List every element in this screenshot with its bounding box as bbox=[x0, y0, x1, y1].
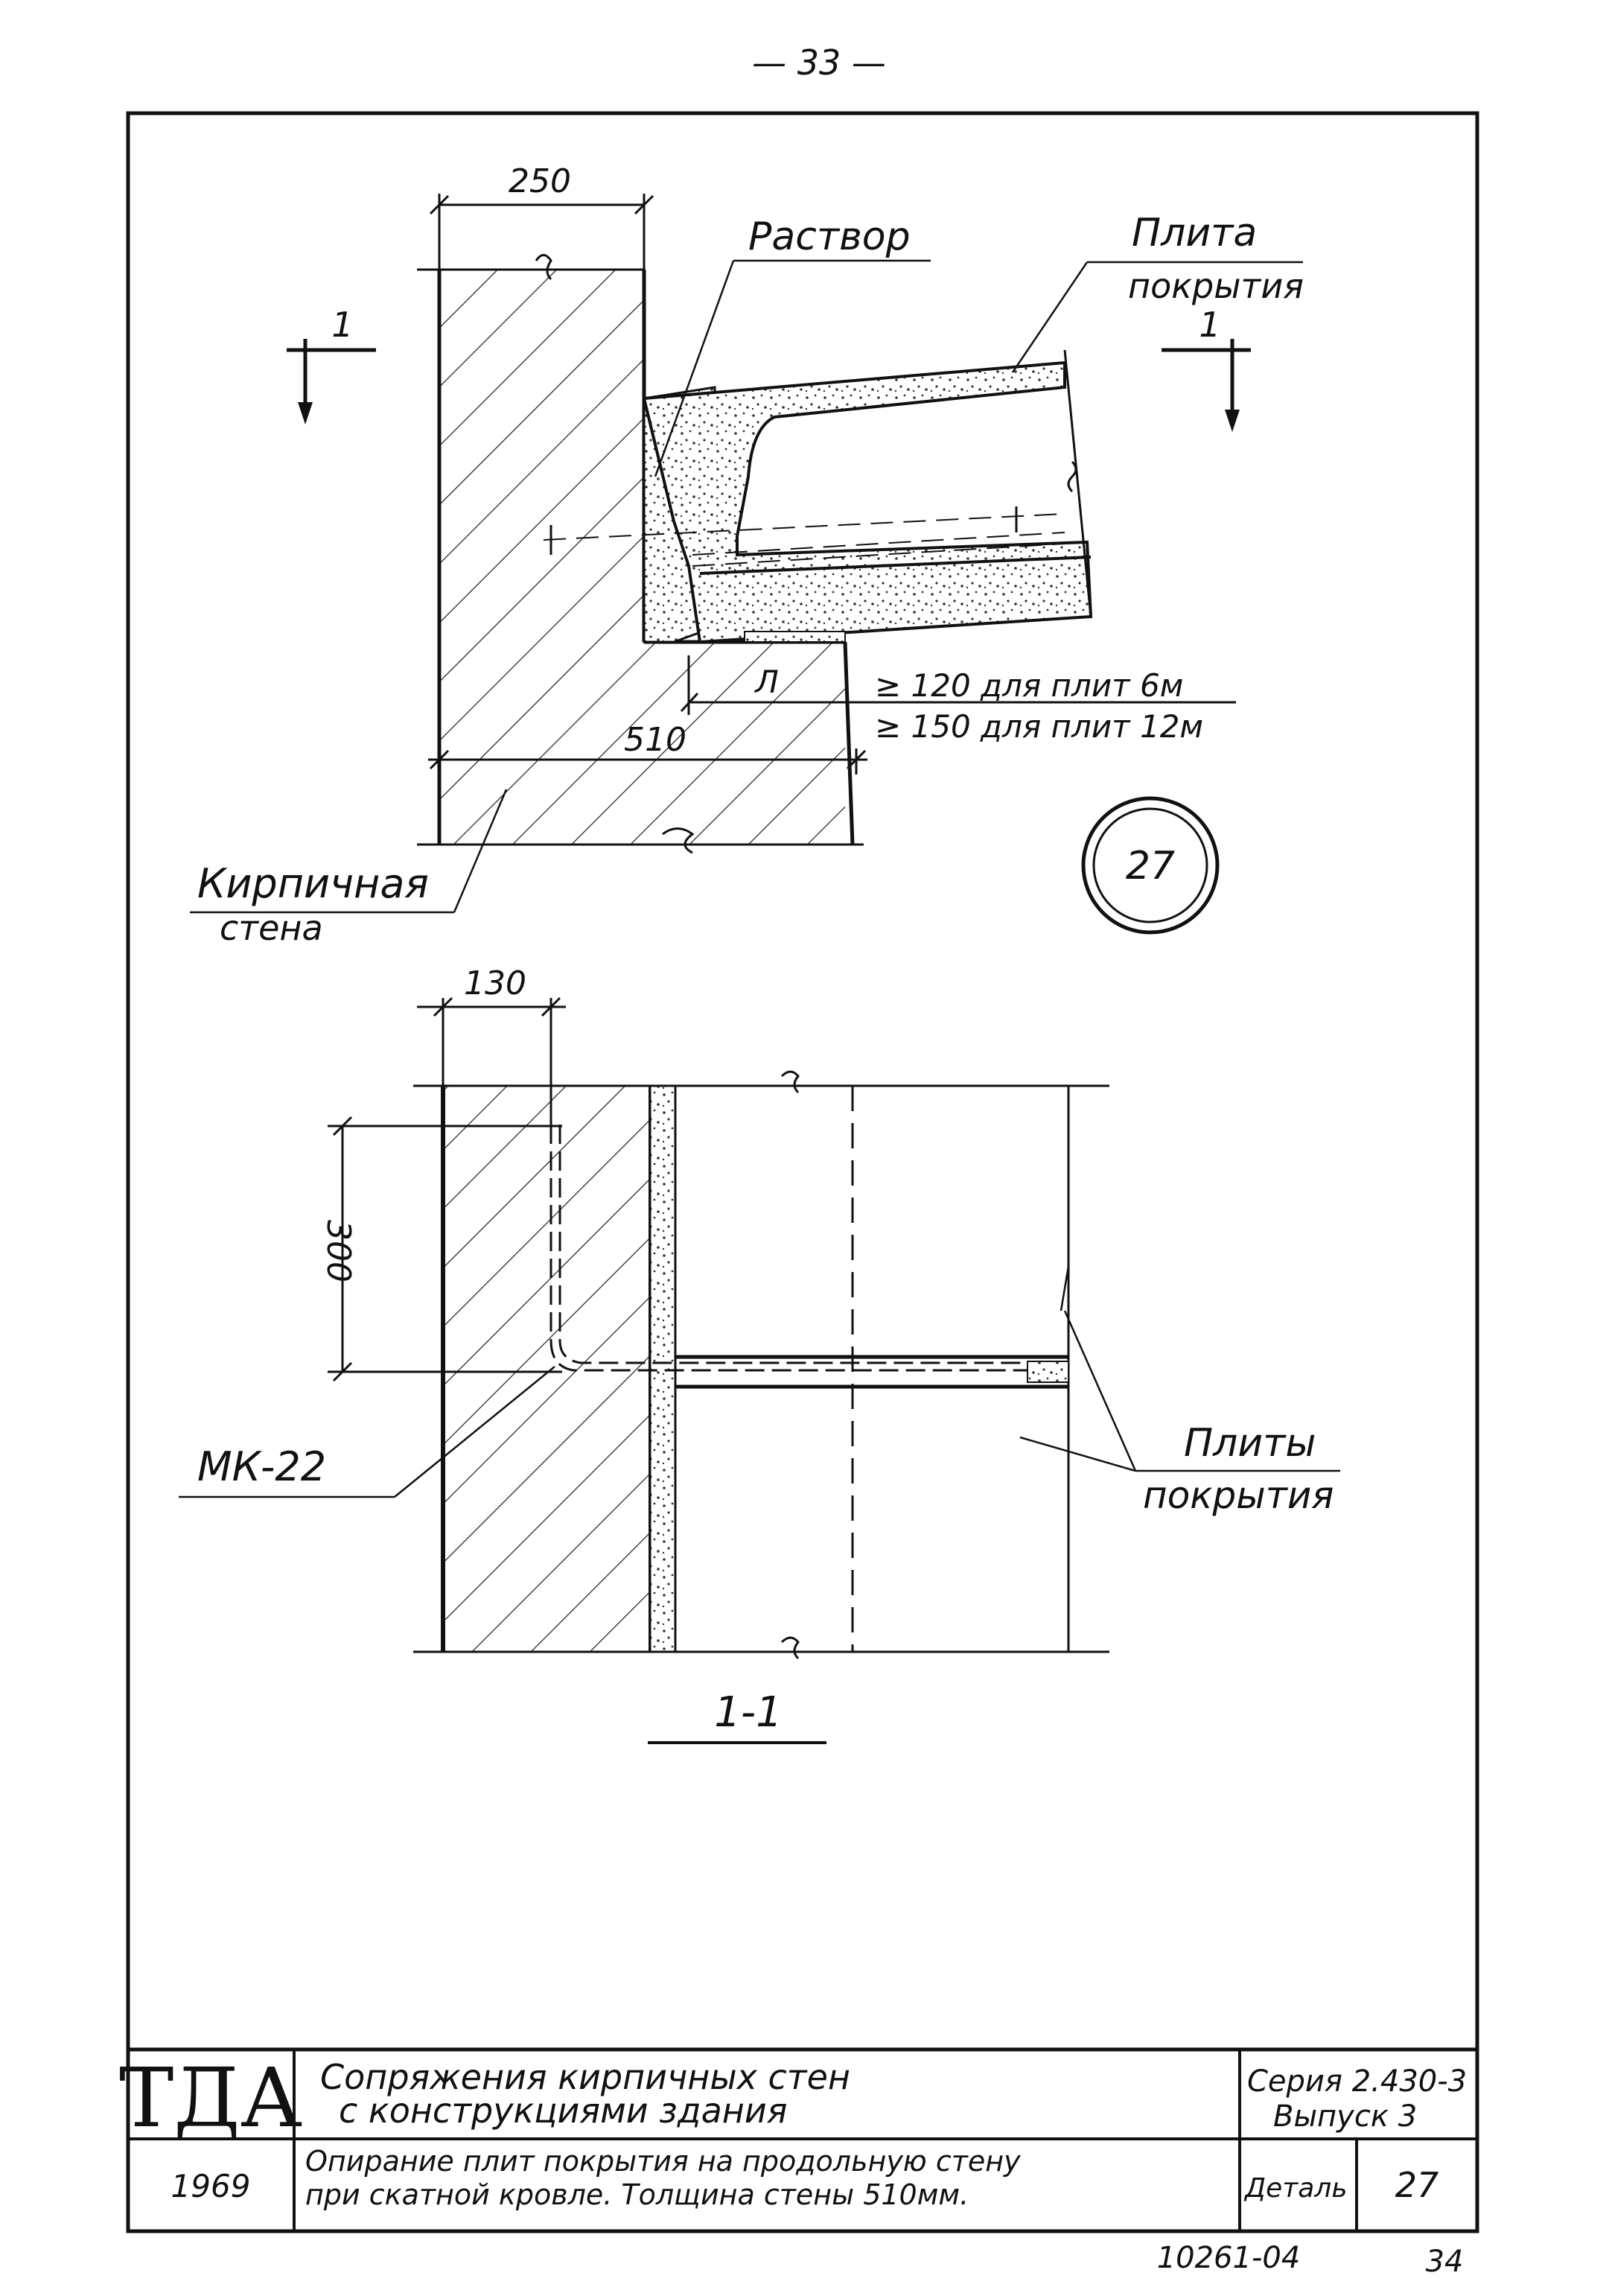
label-mk22: МК-22 bbox=[197, 1443, 326, 1490]
section-title: 1-1 bbox=[714, 1688, 782, 1737]
bearing-note-12m: ≥ 150 для плит 12м bbox=[875, 708, 1203, 745]
detail-value: 27 bbox=[1395, 2165, 1439, 2205]
anchor-bar-mk22 bbox=[549, 1125, 1027, 1372]
dim-130: 130 bbox=[464, 964, 526, 1002]
detail-circle-inner bbox=[1092, 807, 1208, 923]
section-1-1: 130 300 МК-22 Плиты покрытия 1-1 bbox=[179, 964, 1340, 1744]
bottom-code: 10261-04 bbox=[1157, 2241, 1301, 2275]
title-line1: Сопряжения кирпичных стен bbox=[320, 2057, 850, 2097]
section-mark-left: 1 bbox=[331, 305, 353, 345]
label-slabs-line1: Плиты bbox=[1184, 1421, 1316, 1466]
detail-circle-outer bbox=[1081, 796, 1220, 935]
dim-510: 510 bbox=[624, 721, 686, 759]
label-slabs-line2: покрытия bbox=[1143, 1474, 1334, 1517]
bottom-page: 34 bbox=[1426, 2245, 1464, 2279]
bearing-note-6m: ≥ 120 для плит 6м bbox=[875, 667, 1183, 704]
detail-number: 27 bbox=[1126, 844, 1175, 888]
wall-label-line2: стена bbox=[220, 908, 323, 948]
anchor-mark-l: Л bbox=[753, 664, 779, 700]
series-line1: Серия 2.430-3 bbox=[1247, 2064, 1467, 2099]
series-line2: Выпуск 3 bbox=[1273, 2099, 1417, 2134]
title-line2: с конструкциями здания bbox=[339, 2090, 787, 2131]
dim-300: 300 bbox=[319, 1220, 357, 1282]
section-mortar bbox=[649, 1084, 677, 1653]
detail-label: Деталь bbox=[1243, 2173, 1348, 2204]
title-year: 1969 bbox=[171, 2168, 251, 2204]
label-mortar: Раствор bbox=[748, 214, 911, 259]
upper-detail: 250 510 Л ≥ 120 для плит 6м ≥ 150 для пл… bbox=[190, 162, 1304, 948]
wall-label-line1: Кирпичная bbox=[197, 860, 429, 907]
subtitle-line1: Опирание плит покрытия на продольную сте… bbox=[305, 2145, 1021, 2178]
title-block: ТДА 1969 Сопряжения кирпичных стен с кон… bbox=[119, 2047, 1477, 2231]
dim-250: 250 bbox=[509, 162, 571, 200]
roof-slab bbox=[642, 360, 1093, 644]
label-slab-line2: покрытия bbox=[1128, 266, 1304, 306]
subtitle-line2: при скатной кровле. Толщина стены 510мм. bbox=[305, 2178, 969, 2211]
section-wall bbox=[443, 1086, 650, 1652]
label-slab-line1: Плита bbox=[1132, 211, 1257, 255]
page-number: — 33 — bbox=[752, 42, 886, 83]
drawing-frame bbox=[126, 111, 1479, 2233]
section-mark-right: 1 bbox=[1199, 305, 1220, 345]
org-logo: ТДА bbox=[119, 2050, 302, 2146]
